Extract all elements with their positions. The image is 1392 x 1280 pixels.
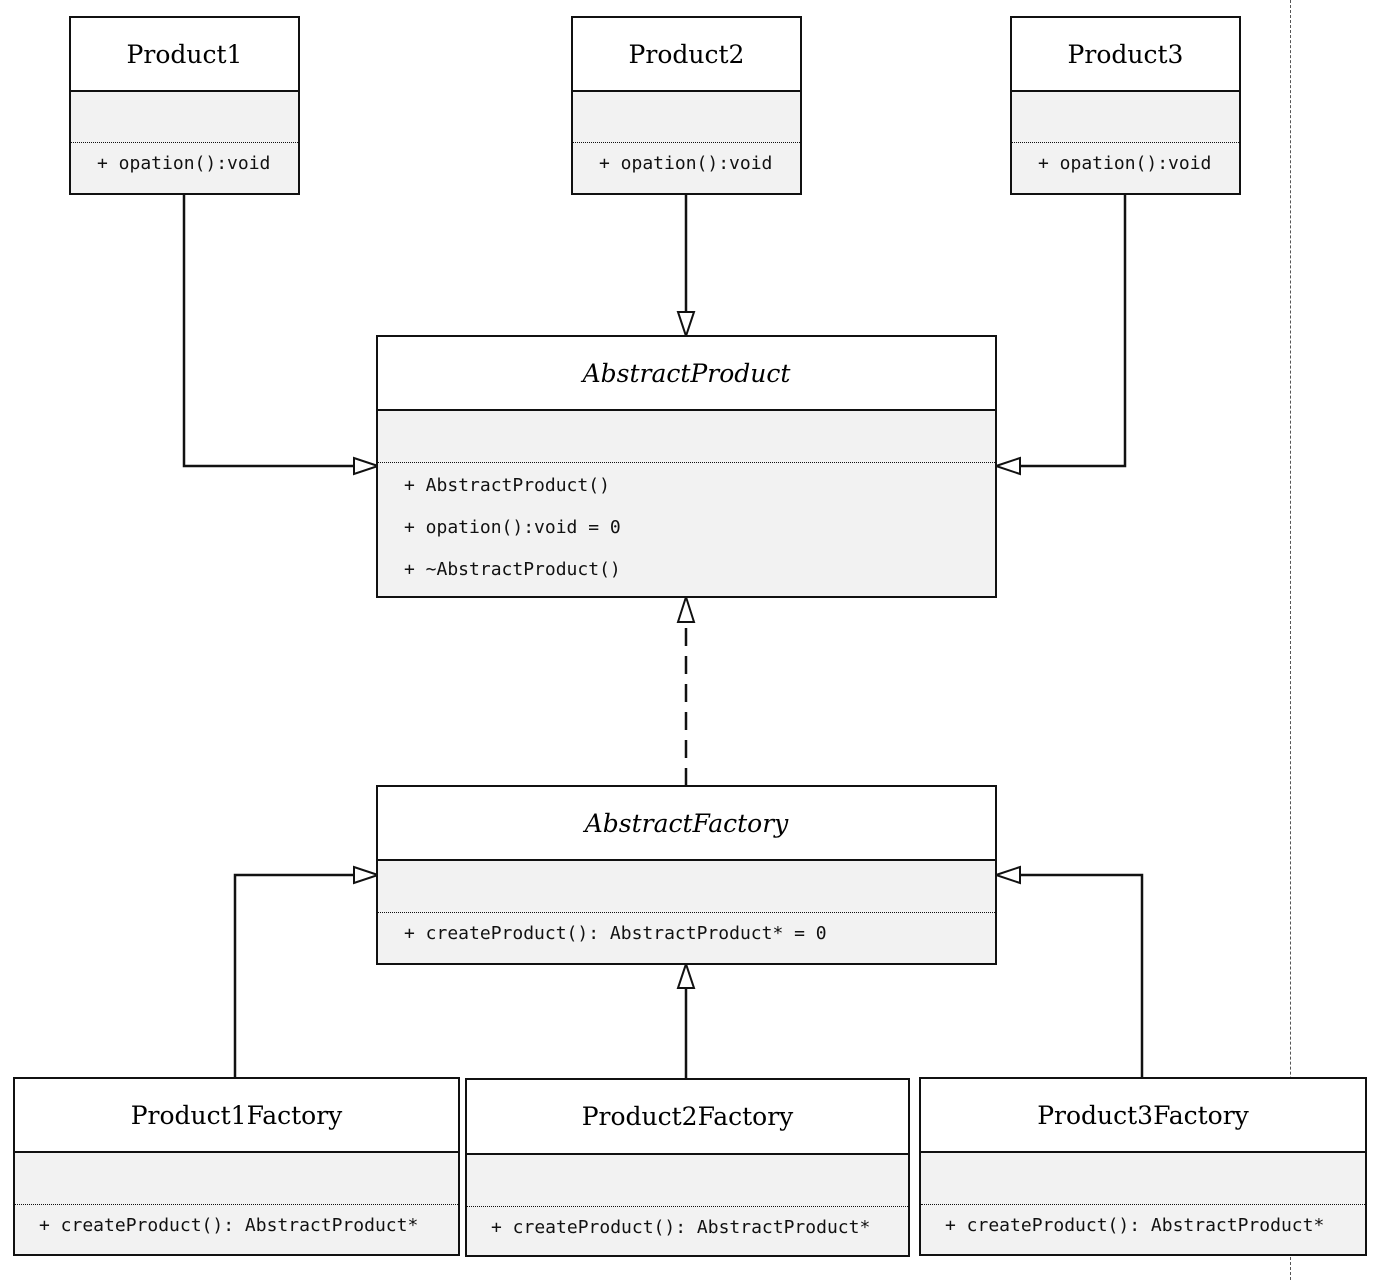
product1-factory-class[interactable]: Product1Factory + createProduct(): Abstr… xyxy=(13,1077,460,1256)
class-name: AbstractFactory xyxy=(378,787,995,861)
generalization-arrowhead-icon xyxy=(353,456,382,476)
product3-factory-class[interactable]: Product3Factory + createProduct(): Abstr… xyxy=(919,1077,1367,1256)
page-boundary-guide xyxy=(1290,0,1291,1280)
product3-class[interactable]: Product3 + opation():void xyxy=(1010,16,1241,195)
operation: + opation():void xyxy=(599,153,773,174)
generalization-arrowhead-icon xyxy=(992,865,1021,885)
generalization-arrowhead-icon xyxy=(676,960,696,989)
class-name: Product3 xyxy=(1012,18,1239,92)
product1-class[interactable]: Product1 + opation():void xyxy=(69,16,300,195)
class-name: Product1Factory xyxy=(15,1079,458,1153)
class-name: Product2Factory xyxy=(467,1080,908,1155)
operations-compartment: + opation():void xyxy=(71,143,298,181)
abstract-product-class[interactable]: AbstractProduct + AbstractProduct() + op… xyxy=(376,335,997,598)
operation: + opation():void xyxy=(97,153,271,174)
class-name: Product1 xyxy=(71,18,298,92)
operation: + ~AbstractProduct() xyxy=(404,559,621,580)
attributes-compartment xyxy=(1012,92,1239,143)
class-name: AbstractProduct xyxy=(378,337,995,411)
operations-compartment: + createProduct(): AbstractProduct* = 0 xyxy=(378,913,995,951)
attributes-compartment xyxy=(467,1155,908,1207)
operation: + createProduct(): AbstractProduct* xyxy=(491,1217,871,1238)
operation: + AbstractProduct() xyxy=(404,475,610,496)
product2-class[interactable]: Product2 + opation():void xyxy=(571,16,802,195)
realization-arrowhead-icon xyxy=(676,593,696,623)
product3-generalization-line xyxy=(1020,194,1127,468)
operations-compartment: + createProduct(): AbstractProduct* xyxy=(467,1207,908,1245)
operations-compartment: + createProduct(): AbstractProduct* xyxy=(15,1205,458,1243)
operation: + opation():void xyxy=(1038,153,1212,174)
attributes-compartment xyxy=(15,1153,458,1205)
class-name: Product3Factory xyxy=(921,1079,1365,1153)
generalization-arrowhead-icon xyxy=(992,456,1021,476)
product2-factory-class[interactable]: Product2Factory + createProduct(): Abstr… xyxy=(465,1078,910,1257)
operations-compartment: + opation():void xyxy=(573,143,800,181)
generalization-arrowhead-icon xyxy=(353,865,382,885)
attributes-compartment xyxy=(573,92,800,143)
operation: + createProduct(): AbstractProduct* xyxy=(945,1215,1325,1236)
product3factory-generalization-line xyxy=(1020,873,1144,1078)
attributes-compartment xyxy=(378,411,995,463)
product1factory-generalization-line xyxy=(233,873,354,1078)
product1-generalization-line xyxy=(182,194,354,468)
attributes-compartment xyxy=(71,92,298,143)
attributes-compartment xyxy=(378,861,995,913)
abstract-factory-class[interactable]: AbstractFactory + createProduct(): Abstr… xyxy=(376,785,997,965)
class-name: Product2 xyxy=(573,18,800,92)
attributes-compartment xyxy=(921,1153,1365,1205)
operation: + opation():void = 0 xyxy=(404,517,621,538)
operations-compartment: + AbstractProduct() + opation():void = 0… xyxy=(378,463,995,591)
operation: + createProduct(): AbstractProduct* xyxy=(39,1215,419,1236)
operation: + createProduct(): AbstractProduct* = 0 xyxy=(404,923,827,944)
operations-compartment: + createProduct(): AbstractProduct* xyxy=(921,1205,1365,1243)
generalization-arrowhead-icon xyxy=(676,311,696,340)
operations-compartment: + opation():void xyxy=(1012,143,1239,181)
